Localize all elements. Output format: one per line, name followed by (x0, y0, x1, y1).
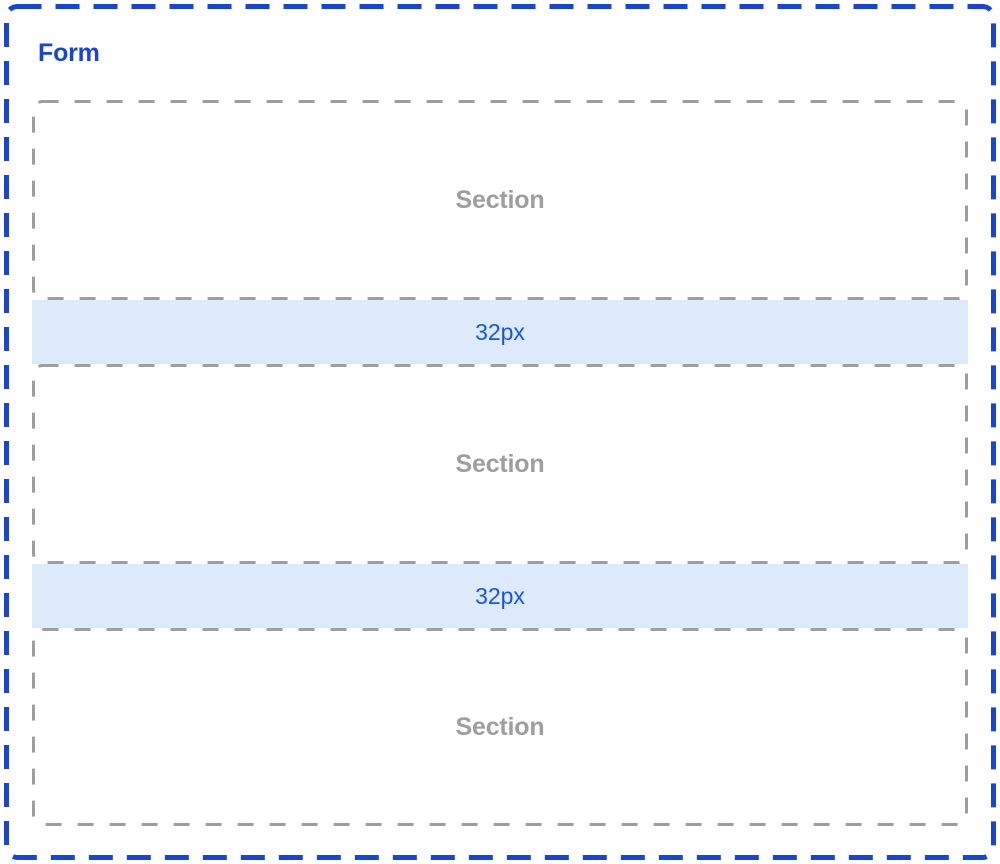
section-block-3: Section (32, 628, 968, 826)
form-title: Form (38, 39, 100, 67)
section-block-1: Section (32, 100, 968, 300)
section-block-2: Section (32, 364, 968, 564)
gap-measure-label: 32px (475, 583, 525, 609)
section-label: Section (455, 186, 545, 214)
section-label: Section (455, 450, 545, 478)
section-label: Section (455, 713, 545, 741)
gap-band-1: 32px (32, 300, 968, 364)
gap-measure-label: 32px (475, 319, 525, 345)
form-block-stack: Section 32px Section 32px Section (32, 100, 968, 826)
gap-band-2: 32px (32, 564, 968, 628)
